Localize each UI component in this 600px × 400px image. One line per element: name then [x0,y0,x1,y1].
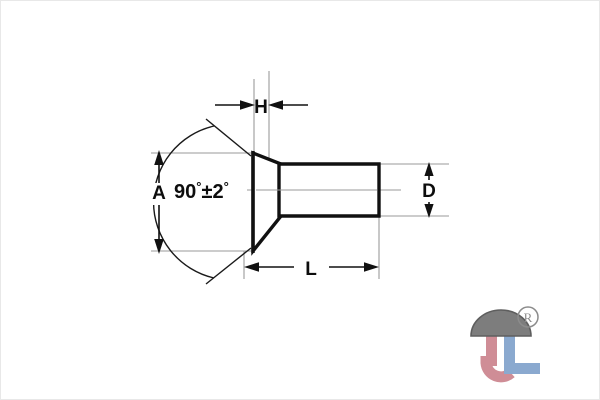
logo-l-foot [504,363,540,374]
dim-d-arrow-up [424,162,434,176]
dim-a-label: A [152,183,166,204]
rivet-head-outline [251,150,283,256]
dimension-a: A [150,150,169,254]
logo-j-stem [486,326,497,366]
angle-callout: 90°±2° [171,177,247,203]
angle-tolerance-symbol: ± [201,181,212,203]
angle-callout-bg [171,177,247,201]
dim-d-arrow-down [424,204,434,218]
dim-a-arrow-down [154,239,164,254]
angle-leader-bottom [205,247,252,285]
dimension-h: H [215,97,308,118]
dim-l-label-bg [301,253,322,277]
logo-j-hook [480,356,515,383]
dimension-l: L [244,253,379,280]
dimension-d: D [420,162,439,218]
logo-dome-icon [470,309,532,337]
angle-value: 90 [174,181,196,203]
angle-tolerance-degree-symbol: ° [224,179,229,194]
angle-leader-top [205,118,252,157]
dim-h-arrow-left [240,100,255,110]
rivet-profile [251,150,381,256]
dim-h-arrow-right [268,100,283,110]
angle-tolerance-value: 2 [212,181,223,203]
angle-degree-symbol: ° [196,179,201,194]
dim-a-arrow-up [154,150,164,165]
dim-d-label-bg [420,180,439,202]
dim-l-arrow-right [364,262,379,272]
logo-l-stem [504,326,515,374]
dim-l-arrow-left [244,262,259,272]
registered-mark-letter: R [524,310,533,325]
dim-d-label: D [422,181,436,202]
registered-mark-circle [517,306,539,328]
dim-a-label-bg [150,183,169,205]
jl-logo: R [470,306,540,383]
dim-h-label: H [254,97,268,118]
angle-callout-text: 90°±2° [174,179,229,204]
dim-l-label: L [305,259,317,280]
